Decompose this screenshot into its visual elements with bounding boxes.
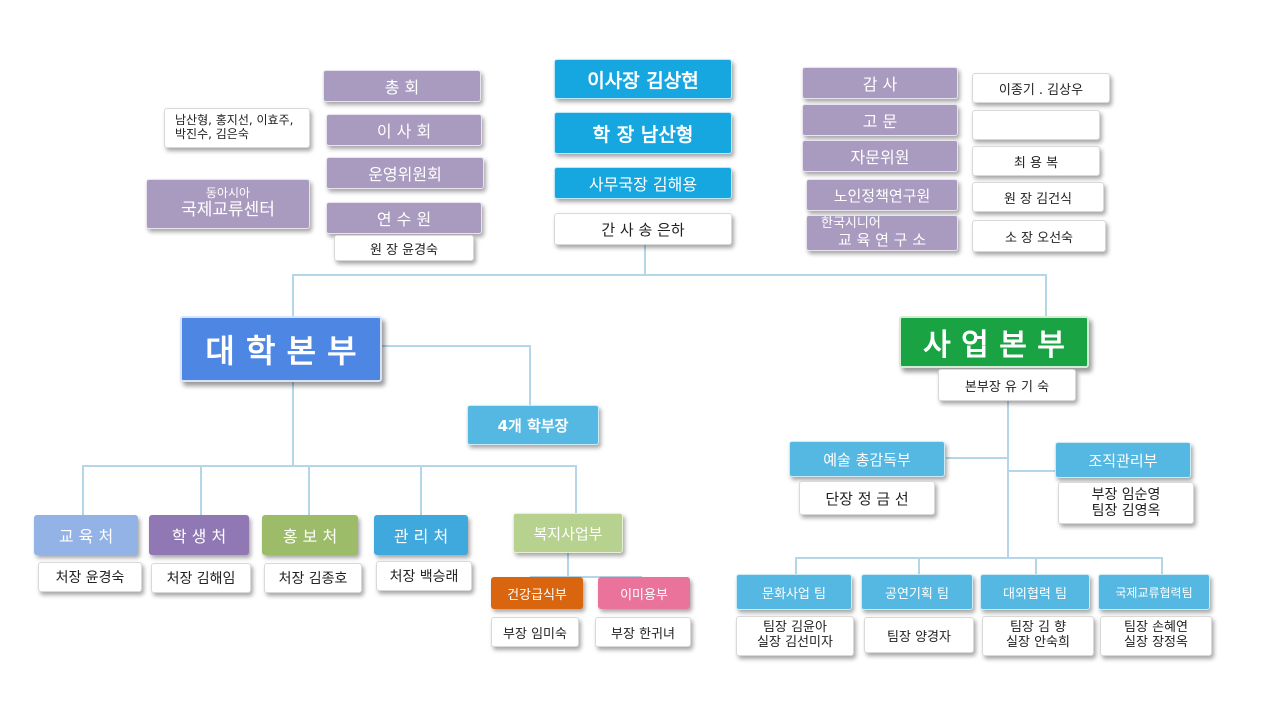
connector-team-1 <box>795 557 797 575</box>
business-head-box: 본부장 유 기 숙 <box>938 369 1076 401</box>
team-culture-members: 팀장 김윤아 실장 김선미자 <box>736 616 854 656</box>
connector-main-horizontal <box>292 274 1046 276</box>
org-mgmt-line2: 팀장 김영옥 <box>1091 503 1161 519</box>
team-external-box: 대외협력 팀 <box>980 574 1090 610</box>
team-international-members: 팀장 손혜연 실장 장정옥 <box>1100 616 1212 656</box>
intl-center-box: 동아시아 국제교류센터 <box>146 179 310 229</box>
university-hq-box: 대 학 본 부 <box>180 316 382 382</box>
arts-head-box: 단장 정 금 선 <box>799 481 935 515</box>
connector-right-drop <box>1045 274 1047 318</box>
board-members-line2: 박진수, 김은숙 <box>175 127 249 141</box>
org-mgmt-members-box: 부장 임순영 팀장 김영옥 <box>1058 482 1194 524</box>
connector-dept-5 <box>575 465 577 515</box>
team-culture-line2: 실장 김선미자 <box>757 635 833 650</box>
connector-biz-down <box>1007 400 1009 558</box>
connector-left-drop <box>292 274 294 318</box>
connector-dept-4 <box>420 465 422 515</box>
general-assembly-box: 총 회 <box>323 70 481 102</box>
dept-education-head: 처장 윤경숙 <box>38 562 142 592</box>
board-members-box: 남산형, 홍지선, 이효주, 박진수, 김은숙 <box>164 108 310 148</box>
connector-univ-down <box>292 380 294 466</box>
dept-pr-head: 처장 김종호 <box>264 563 362 593</box>
connector-main-vertical <box>644 245 646 275</box>
team-international-box: 국제교류협력팀 <box>1098 574 1210 610</box>
connector-welfare-down <box>567 553 569 577</box>
connector-team-3 <box>1035 557 1037 575</box>
dept-education-box: 교 육 처 <box>34 515 138 555</box>
connector-arts <box>946 457 1008 459</box>
connector-univ-to-vice <box>382 345 530 347</box>
connector-welfare-horizontal <box>530 576 642 578</box>
senior-edu-line2: 교 육 연 구 소 <box>837 230 927 249</box>
dept-students-box: 학 생 처 <box>149 515 249 555</box>
connector-dept-horizontal <box>82 465 576 467</box>
connector-dept-1 <box>82 465 84 515</box>
welfare-box: 복지사업부 <box>513 513 623 553</box>
advisory-member-box: 자문위원 <box>802 140 958 172</box>
president-box: 학 장 남산형 <box>554 112 732 154</box>
team-external-line2: 실장 안숙희 <box>1006 635 1070 650</box>
senior-edu-box: 한국시니어 교 육 연 구 소 <box>806 215 958 251</box>
connector-team-horizontal <box>795 557 1163 559</box>
auditor-names-box: 이종기 . 김상우 <box>972 73 1110 103</box>
connector-dept-3 <box>308 465 310 515</box>
board-box: 이 사 회 <box>326 114 482 146</box>
beauty-box: 이미용부 <box>598 577 690 609</box>
connector-dept-2 <box>200 465 202 515</box>
dept-management-head: 처장 백승래 <box>376 561 472 591</box>
connector-team-2 <box>918 557 920 575</box>
elderly-policy-institute-box: 노인정책연구원 <box>806 179 958 211</box>
elderly-policy-director-box: 원 장 김건식 <box>972 182 1104 212</box>
secretary-box: 간 사 송 은하 <box>554 213 732 245</box>
dept-pr-box: 홍 보 처 <box>262 515 358 555</box>
team-external-members: 팀장 김 향 실장 안숙희 <box>982 616 1094 656</box>
business-hq-box: 사 업 본 부 <box>899 316 1089 368</box>
arts-dept-box: 예술 총감독부 <box>789 441 945 477</box>
team-culture-box: 문화사업 팀 <box>736 574 852 610</box>
connector-org <box>1008 470 1056 472</box>
advisory-member-name-box: 최 용 복 <box>972 146 1100 176</box>
advisor-names-box <box>972 110 1100 140</box>
health-meal-box: 건강급식부 <box>491 577 583 609</box>
dept-students-head: 처장 김해임 <box>151 563 251 593</box>
senior-edu-line1: 한국시니어 <box>821 215 881 231</box>
chairman-box: 이사장 김상현 <box>554 59 732 99</box>
vice-deans-box: 4개 학부장 <box>467 405 599 445</box>
team-performance-box: 공연기획 팀 <box>861 574 973 610</box>
training-institute-box: 연 수 원 <box>326 202 482 234</box>
org-mgmt-box: 조직관리부 <box>1055 442 1191 478</box>
advisor-box: 고 문 <box>802 104 958 136</box>
dept-management-box: 관 리 처 <box>374 515 468 555</box>
health-meal-head: 부장 임미숙 <box>491 617 579 647</box>
team-performance-members: 팀장 양경자 <box>864 617 974 653</box>
team-international-line1: 팀장 손혜연 <box>1124 620 1188 636</box>
board-members-line1: 남산형, 홍지선, 이효주, <box>175 113 294 128</box>
connector-vice-drop <box>529 345 531 405</box>
senior-edu-director-box: 소 장 오선숙 <box>972 220 1106 252</box>
org-mgmt-line1: 부장 임순영 <box>1091 486 1161 503</box>
intl-center-line2: 국제교류센터 <box>181 200 275 221</box>
team-external-line1: 팀장 김 향 <box>1009 620 1067 636</box>
connector-team-4 <box>1161 557 1163 575</box>
team-culture-line1: 팀장 김윤아 <box>763 620 827 636</box>
beauty-head: 부장 한귀녀 <box>595 617 691 647</box>
secretary-general-box: 사무국장 김해용 <box>554 167 732 199</box>
auditor-box: 감 사 <box>802 67 958 99</box>
training-director-box: 원 장 윤경숙 <box>334 235 474 261</box>
steering-committee-box: 운영위원회 <box>326 157 484 189</box>
intl-center-line1: 동아시아 <box>205 186 251 201</box>
team-international-line2: 실장 장정옥 <box>1124 635 1188 650</box>
